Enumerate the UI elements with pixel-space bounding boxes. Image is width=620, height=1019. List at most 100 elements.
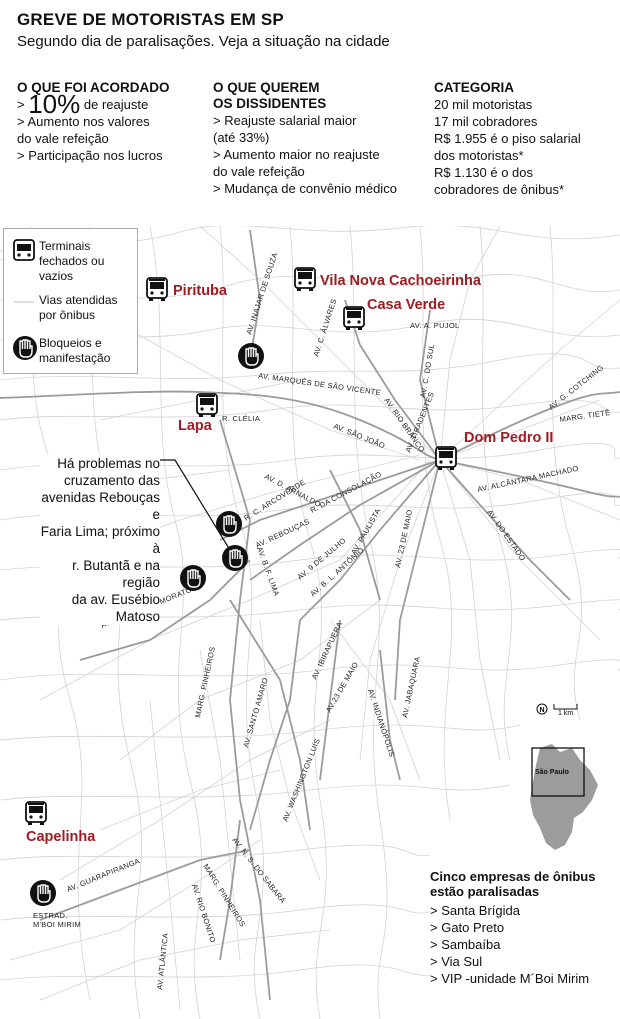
bus-terminal-icon: [294, 267, 316, 292]
category-item: R$ 1.955 é o piso salarial: [434, 131, 581, 146]
street-label: AV. A. PUJOL: [410, 321, 459, 330]
place-label-dom-pedro: Dom Pedro II: [464, 430, 553, 446]
bus-terminal-icon: [435, 446, 457, 471]
protest-hand-icon: [237, 342, 265, 370]
north-icon: [536, 703, 548, 715]
street-label: AV. MARQUÊS DE SÃO VICENTE: [258, 371, 382, 397]
street-label: R. DA CONSOLAÇÃO: [309, 470, 383, 515]
street-label: AV. WASHINGTON LUÍS: [281, 737, 323, 823]
legend-text: manifestação: [39, 351, 111, 365]
street-label: AV. ALCÂNTARA MACHADO: [477, 464, 580, 494]
scale-label: 1 km: [558, 710, 573, 717]
legend-roads: Vias atendidas por ônibus: [39, 293, 118, 323]
dissidents-heading: O QUE QUEREM: [213, 80, 320, 95]
place-label-vila-nova: Vila Nova Cachoeirinha: [320, 273, 482, 289]
place-label-pirituba: Pirituba: [173, 283, 228, 299]
dissidents-section: O QUE QUEREM OS DISSIDENTES > Reajuste s…: [213, 80, 397, 197]
street-label: AV. REBOUÇAS: [254, 517, 311, 550]
map-legend: Terminais fechados ou vazios Vias atendi…: [3, 228, 138, 374]
callout-line-text: cruzamento das: [63, 473, 160, 488]
agreed-item: > Participação nos lucros: [17, 148, 163, 163]
inset-label: São Paulo: [535, 769, 569, 776]
category-item: R$ 1.130 é o dos: [434, 165, 534, 180]
dissidents-item: > Mudança de convênio médico: [213, 181, 397, 196]
protest-hand-icon: [13, 336, 37, 360]
agreed-pct: 10%: [28, 89, 81, 119]
inset-city-shape: [530, 744, 598, 850]
street-label: AV. GUARAPIRANGA: [65, 856, 141, 894]
legend-text: Terminais: [39, 239, 91, 253]
dissidents-item: > Aumento maior no reajuste: [213, 147, 380, 162]
scale-bar: [553, 704, 578, 710]
street-label: ESTRAD.: [33, 911, 68, 920]
legend-text: por ônibus: [39, 308, 96, 322]
street-label: M'BOI MIRIM: [33, 920, 81, 929]
agreed-item: > Aumento nos valores: [17, 114, 150, 129]
legend-text: Bloqueios e: [39, 336, 102, 350]
dissidents-heading-2: OS DISSIDENTES: [213, 96, 327, 111]
street-label: AV. 23 DE MAIO: [393, 509, 414, 569]
callout-text: Há problemas no cruzamento das avenidas …: [40, 455, 160, 625]
street-label: AV. C. ÁLVARES: [311, 298, 338, 358]
street-label: AV. B. F. LIMA: [255, 546, 281, 598]
callout-line-text: r. Butantã e na região: [72, 558, 160, 590]
street-label: AV. RIO BONITO: [190, 883, 217, 944]
companies-heading: Cinco empresas de ônibus: [430, 869, 596, 884]
legend-terminals: Terminais fechados ou vazios: [39, 239, 104, 284]
agreed-section: O QUE FOI ACORDADO > 10% de reajuste > A…: [17, 80, 170, 164]
category-item: 20 mil motoristas: [434, 97, 533, 112]
callout-line-text: avenidas Rebouças e: [41, 490, 160, 522]
street-label: AV. SÃO JOÃO: [332, 422, 386, 451]
street-label: MARG. TIETÊ: [559, 408, 611, 424]
street-label: AV. ATLÂNTICA: [155, 932, 170, 990]
agreed-item: do vale refeição: [17, 131, 109, 146]
street-label: AV. INAJAR DE SOUZA: [244, 251, 279, 335]
companies-heading-2: estão paralisadas: [430, 884, 540, 899]
street-label: MARG. PINHEIROS: [193, 646, 217, 719]
legend-text: Vias atendidas: [39, 293, 118, 307]
bus-terminal-icon: [25, 801, 47, 826]
street-label: AV.23 DE MAIO: [324, 660, 360, 714]
category-item: dos motoristas*: [434, 148, 524, 163]
street-label: AV. DO ESTADO: [485, 508, 527, 563]
bus-terminal-icon: [13, 239, 35, 261]
agreed-pct-line: > 10% de reajuste: [17, 89, 149, 119]
companies-section: Cinco empresas de ônibus estão paralisad…: [430, 869, 595, 987]
callout-line-text: Faria Lima; próximo à: [40, 524, 160, 556]
bus-terminal-icon: [146, 277, 168, 302]
category-item: cobradores de ônibus*: [434, 182, 565, 197]
agreed-heading: O QUE FOI ACORDADO: [17, 80, 170, 95]
protest-hand-icon: [221, 544, 249, 572]
protest-hand-icon: [179, 564, 207, 592]
street-label: AV. SANTO AMARO: [241, 677, 270, 749]
callout-line: [160, 459, 234, 556]
company-item: > Sambaíba: [430, 937, 501, 952]
inset-map: São Paulo: [530, 744, 598, 850]
legend-blocks: Bloqueios e manifestação: [39, 336, 110, 366]
page-title: GREVE DE MOTORISTAS EM SP: [17, 10, 284, 29]
bus-terminal-icon: [343, 306, 365, 331]
category-heading: CATEGORIA: [434, 80, 514, 95]
street-label: AV. B. L. ANTÔNIO: [308, 545, 366, 598]
callout-line-text: da av. Eusébio Matoso: [71, 592, 160, 624]
map-scale: N 1 km: [536, 703, 578, 717]
page-subtitle: Segundo dia de paralisações. Veja a situ…: [17, 33, 390, 50]
bus-terminal-icon: [196, 393, 218, 418]
category-section: CATEGORIA 20 mil motoristas 17 mil cobra…: [434, 80, 581, 198]
place-label-capelinha: Capelinha: [26, 829, 96, 845]
dissidents-item: > Reajuste salarial maior: [213, 113, 357, 128]
main-roads: [0, 229, 620, 1001]
callout-line-text: Há problemas no: [57, 456, 160, 471]
road-line-icon: [14, 301, 34, 303]
company-item: > Gato Preto: [430, 920, 505, 935]
place-label-casa-verde: Casa Verde: [367, 297, 445, 313]
legend-text: fechados ou: [39, 254, 105, 268]
legend-text: vazios: [39, 269, 74, 283]
category-item: 17 mil cobradores: [434, 114, 538, 129]
agreed-pct-suffix: de reajuste: [83, 97, 149, 112]
company-item: > Santa Brígida: [430, 903, 520, 918]
protest-hand-icon: [29, 879, 57, 907]
dissidents-item: (até 33%): [213, 130, 270, 145]
inset-frame: [531, 747, 585, 797]
protest-hand-icon: [215, 510, 243, 538]
